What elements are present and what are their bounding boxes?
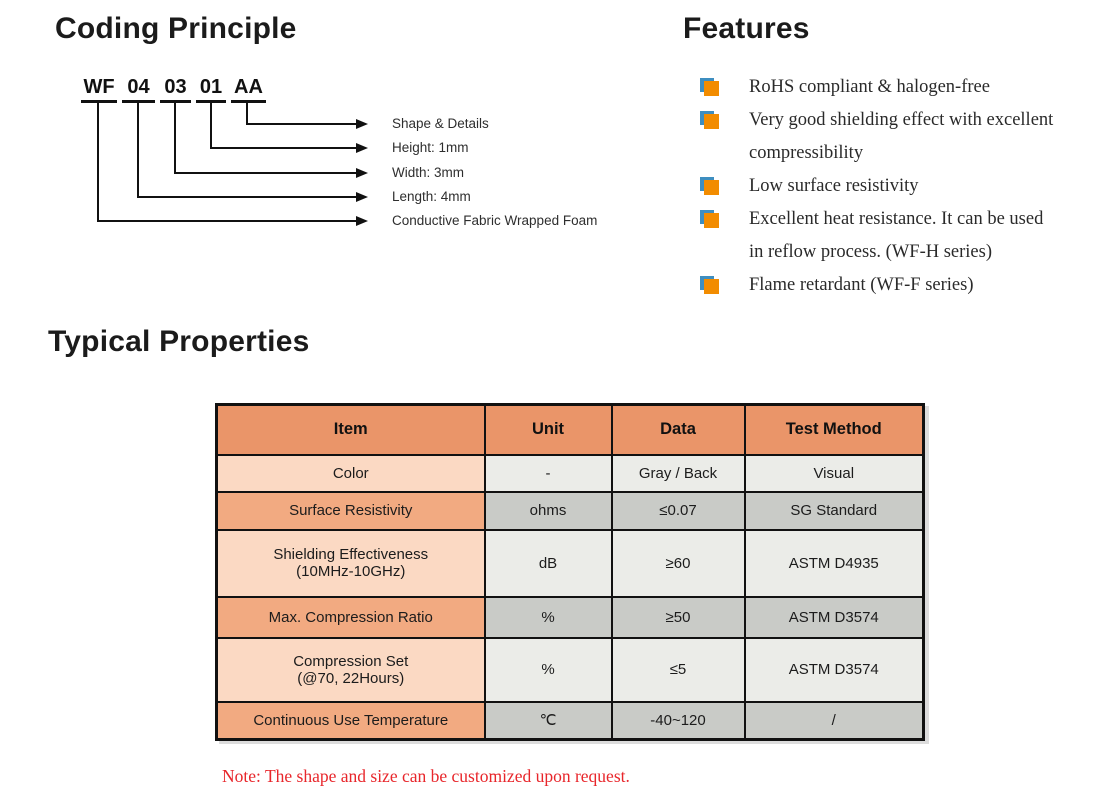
cell-item: Surface Resistivity — [215, 490, 486, 531]
diagram-vertical-line — [97, 101, 99, 222]
cell-data: ≤5 — [610, 636, 746, 703]
table-row: Max. Compression Ratio % ≥50 ASTM D3574 — [215, 595, 925, 639]
typical-properties-table: Item Unit Data Test Method Color - Gray … — [215, 403, 925, 741]
code-segment-01: 01 — [196, 76, 226, 103]
table-row: Continuous Use Temperature ℃ -40~120 / — [215, 700, 925, 741]
table-header-row: Item Unit Data Test Method — [215, 403, 925, 456]
diagram-vertical-line — [246, 101, 248, 125]
feature-text: Very good shielding effect with excellen… — [749, 110, 1054, 163]
square-bullet-icon — [700, 210, 719, 229]
cell-data: Gray / Back — [610, 453, 746, 493]
feature-item: Low surface resistivity — [700, 170, 1100, 203]
cell-item: Max. Compression Ratio — [215, 595, 486, 639]
square-bullet-icon — [700, 177, 719, 196]
cell-item: Compression Set (@70, 22Hours) — [215, 636, 486, 703]
diagram-horizontal-line — [246, 123, 356, 125]
cell-unit: % — [483, 636, 613, 703]
feature-text: Flame retardant (WF-F series) — [749, 275, 974, 295]
typical-properties-title: Typical Properties — [48, 325, 310, 358]
cell-unit: % — [483, 595, 613, 639]
feature-item: Excellent heat resistance. It can be use… — [700, 203, 1100, 269]
arrow-right-icon — [356, 143, 368, 153]
feature-text: RoHS compliant & halogen-free — [749, 77, 990, 97]
feature-text: Low surface resistivity — [749, 176, 919, 196]
cell-item: Continuous Use Temperature — [215, 700, 486, 741]
features-title: Features — [683, 12, 810, 45]
diagram-horizontal-line — [97, 220, 356, 222]
cell-method: ASTM D4935 — [743, 528, 925, 598]
cell-item-line2: (10MHz-10GHz) — [296, 563, 406, 580]
diagram-horizontal-line — [137, 196, 356, 198]
code-segment-04: 04 — [122, 76, 155, 103]
column-header-item: Item — [215, 403, 486, 456]
cell-item-line1: Shielding Effectiveness — [273, 546, 429, 563]
feature-text: Excellent heat resistance. It can be use… — [749, 209, 1044, 262]
arrow-right-icon — [356, 119, 368, 129]
table-row: Color - Gray / Back Visual — [215, 453, 925, 493]
arrow-right-icon — [356, 168, 368, 178]
cell-item-line2: (@70, 22Hours) — [297, 669, 405, 687]
cell-item: Shielding Effectiveness (10MHz-10GHz) — [215, 528, 486, 598]
square-bullet-icon — [700, 111, 719, 130]
code-label-material: Conductive Fabric Wrapped Foam — [392, 213, 598, 228]
cell-unit: dB — [483, 528, 613, 598]
cell-item-line1: Compression Set — [293, 652, 409, 670]
diagram-horizontal-line — [174, 172, 356, 174]
diagram-vertical-line — [210, 101, 212, 149]
column-header-data: Data — [610, 403, 746, 456]
column-header-test-method: Test Method — [743, 403, 925, 456]
code-segment-03: 03 — [160, 76, 191, 103]
cell-unit: ohms — [483, 490, 613, 531]
coding-principle-title: Coding Principle — [55, 12, 297, 45]
feature-item: Flame retardant (WF-F series) — [700, 269, 1100, 302]
cell-method: Visual — [743, 453, 925, 493]
customization-note: Note: The shape and size can be customiz… — [222, 766, 630, 786]
arrow-right-icon — [356, 216, 368, 226]
diagram-vertical-line — [137, 101, 139, 198]
arrow-right-icon — [356, 192, 368, 202]
code-segment-aa: AA — [231, 76, 266, 103]
column-header-unit: Unit — [483, 403, 613, 456]
square-bullet-icon — [700, 276, 719, 295]
code-label-height: Height: 1mm — [392, 140, 469, 155]
code-segment-wf: WF — [81, 76, 117, 103]
feature-item: RoHS compliant & halogen-free — [700, 71, 1100, 104]
cell-method: SG Standard — [743, 490, 925, 531]
cell-method: ASTM D3574 — [743, 595, 925, 639]
cell-data: ≥50 — [610, 595, 746, 639]
code-label-shape-details: Shape & Details — [392, 116, 489, 131]
cell-unit: ℃ — [483, 700, 613, 741]
cell-unit: - — [483, 453, 613, 493]
table-row: Compression Set (@70, 22Hours) % ≤5 ASTM… — [215, 636, 925, 703]
table-row: Shielding Effectiveness (10MHz-10GHz) dB… — [215, 528, 925, 598]
diagram-vertical-line — [174, 101, 176, 174]
cell-data: -40~120 — [610, 700, 746, 741]
diagram-horizontal-line — [210, 147, 356, 149]
cell-item: Color — [215, 453, 486, 493]
square-bullet-icon — [700, 78, 719, 97]
cell-method: ASTM D3574 — [743, 636, 925, 703]
cell-method: / — [743, 700, 925, 741]
features-list: RoHS compliant & halogen-free Very good … — [700, 71, 1100, 302]
code-label-length: Length: 4mm — [392, 189, 471, 204]
feature-item: Very good shielding effect with excellen… — [700, 104, 1100, 170]
cell-data: ≤0.07 — [610, 490, 746, 531]
table-row: Surface Resistivity ohms ≤0.07 SG Standa… — [215, 490, 925, 531]
code-label-width: Width: 3mm — [392, 165, 465, 180]
cell-data: ≥60 — [610, 528, 746, 598]
